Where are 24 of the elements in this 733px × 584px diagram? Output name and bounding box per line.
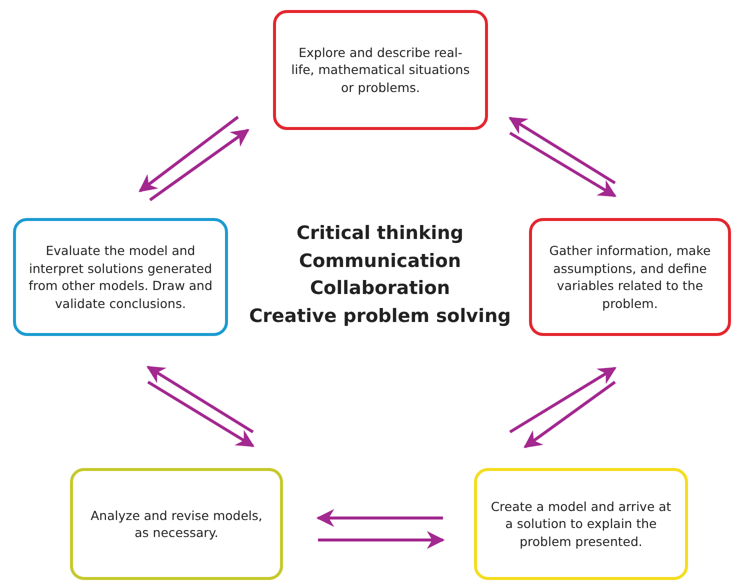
step-text: Create a model and arrive at a solution to explain the problem presented. xyxy=(490,498,672,550)
step-text: Analyze and revise models, as necessary. xyxy=(90,506,264,542)
step-box xyxy=(474,468,688,580)
step-box xyxy=(529,218,731,336)
arrow xyxy=(316,509,443,527)
arrow xyxy=(509,132,617,198)
arrow xyxy=(138,116,239,192)
arrow xyxy=(524,380,616,448)
step-box xyxy=(13,218,228,336)
arrow xyxy=(318,531,445,549)
center-text: Communication xyxy=(298,250,462,274)
center-text: Critical thinking xyxy=(296,222,464,246)
arrow xyxy=(146,366,254,434)
arrow xyxy=(508,116,616,184)
center-text: Collaboration xyxy=(310,277,450,301)
arrow xyxy=(509,366,617,434)
step-box xyxy=(70,468,283,580)
center-text: Creative problem solving xyxy=(249,304,511,328)
arrow xyxy=(147,380,255,448)
arrow xyxy=(149,128,250,202)
step-text: Evaluate the model and interpret solutions generated from other models. Draw and validate conclusions. xyxy=(28,242,213,312)
step-box xyxy=(273,10,488,130)
step-text: Gather information, make assumptions, and define variables related to the problem. xyxy=(548,242,712,312)
step-text: Explore and describe real-life, mathematical situations or problems. xyxy=(290,44,471,96)
